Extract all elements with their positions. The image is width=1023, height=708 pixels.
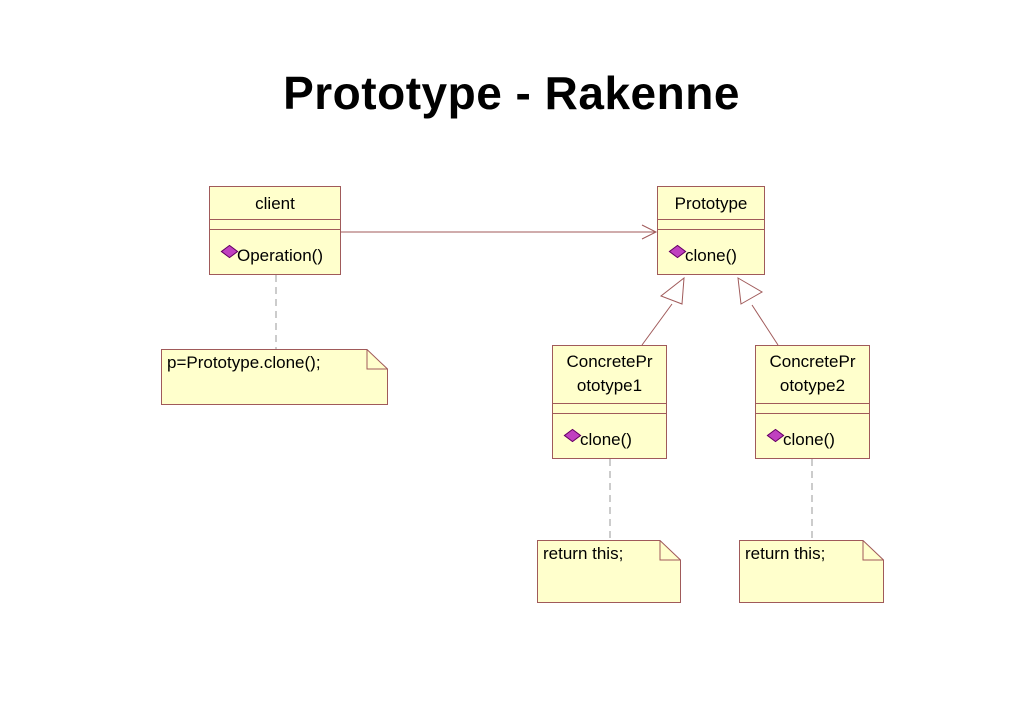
class-divider	[756, 413, 869, 414]
generalization-triangle-1	[659, 276, 685, 305]
slide-title: Prototype - Rakenne	[283, 67, 740, 119]
operation-icon	[668, 244, 687, 259]
class-name-line-2: ototype2	[779, 376, 846, 395]
class-name-line-1: ConcretePr	[769, 352, 856, 371]
class-divider	[553, 413, 666, 414]
note-concrete-prototype-1[interactable]: return this;	[537, 540, 681, 603]
note-shape	[161, 349, 388, 405]
operation-icon	[563, 428, 582, 443]
class-operation: clone()	[563, 428, 632, 450]
class-divider	[658, 229, 764, 230]
class-name-line-1: ConcretePr	[566, 352, 653, 371]
class-client[interactable]: client Operation()	[209, 186, 341, 275]
class-name: Prototype	[674, 194, 748, 213]
class-name-line-2: ototype1	[576, 376, 643, 395]
note-concrete-prototype-2[interactable]: return this;	[739, 540, 884, 603]
class-concrete-prototype-1[interactable]: ConcretePr ototype1 clone()	[552, 345, 667, 459]
generalization-line-2	[751, 304, 779, 346]
note-shape	[739, 540, 884, 603]
note-client[interactable]: p=Prototype.clone();	[161, 349, 388, 405]
operation-icon	[766, 428, 785, 443]
note-shape	[537, 540, 681, 603]
generalization-triangle-2	[737, 277, 763, 305]
class-divider	[658, 219, 764, 220]
note-text: return this;	[745, 544, 826, 563]
class-concrete-prototype-2[interactable]: ConcretePr ototype2 clone()	[755, 345, 870, 459]
class-divider	[210, 229, 340, 230]
class-divider	[210, 219, 340, 220]
operation-icon	[220, 244, 239, 259]
generalization-line-1	[641, 303, 673, 346]
class-name: client	[255, 194, 295, 213]
note-text: return this;	[543, 544, 624, 563]
class-operation: Operation()	[220, 244, 323, 266]
class-operation: clone()	[766, 428, 835, 450]
class-operation: clone()	[668, 244, 737, 266]
class-divider	[756, 403, 869, 404]
class-divider	[553, 403, 666, 404]
association-arrowhead	[641, 224, 658, 240]
class-prototype[interactable]: Prototype clone()	[657, 186, 765, 275]
note-text: p=Prototype.clone();	[167, 353, 321, 372]
